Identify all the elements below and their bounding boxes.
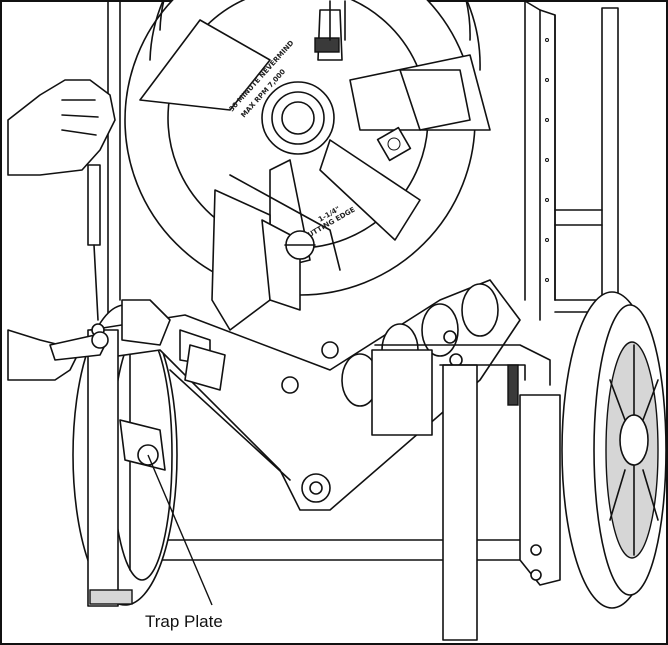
trap-plate-callout: Trap Plate — [140, 454, 280, 633]
hand-with-wrench — [7, 329, 109, 381]
callout-leader-line — [147, 454, 213, 606]
trap-plate — [119, 419, 166, 471]
hand-with-screwdriver — [7, 79, 116, 337]
front-legs — [87, 329, 561, 641]
right-wheel — [561, 291, 667, 609]
lower-guard — [211, 189, 316, 331]
brand-badge-icon — [376, 126, 412, 162]
saw-blade-assembly: 30 MINUTE NEVERMIND MAX RPM 7,000 1-1/4"… — [124, 0, 491, 296]
pivot-arm — [89, 279, 551, 511]
callout-label-trap-plate: Trap Plate — [145, 612, 223, 631]
